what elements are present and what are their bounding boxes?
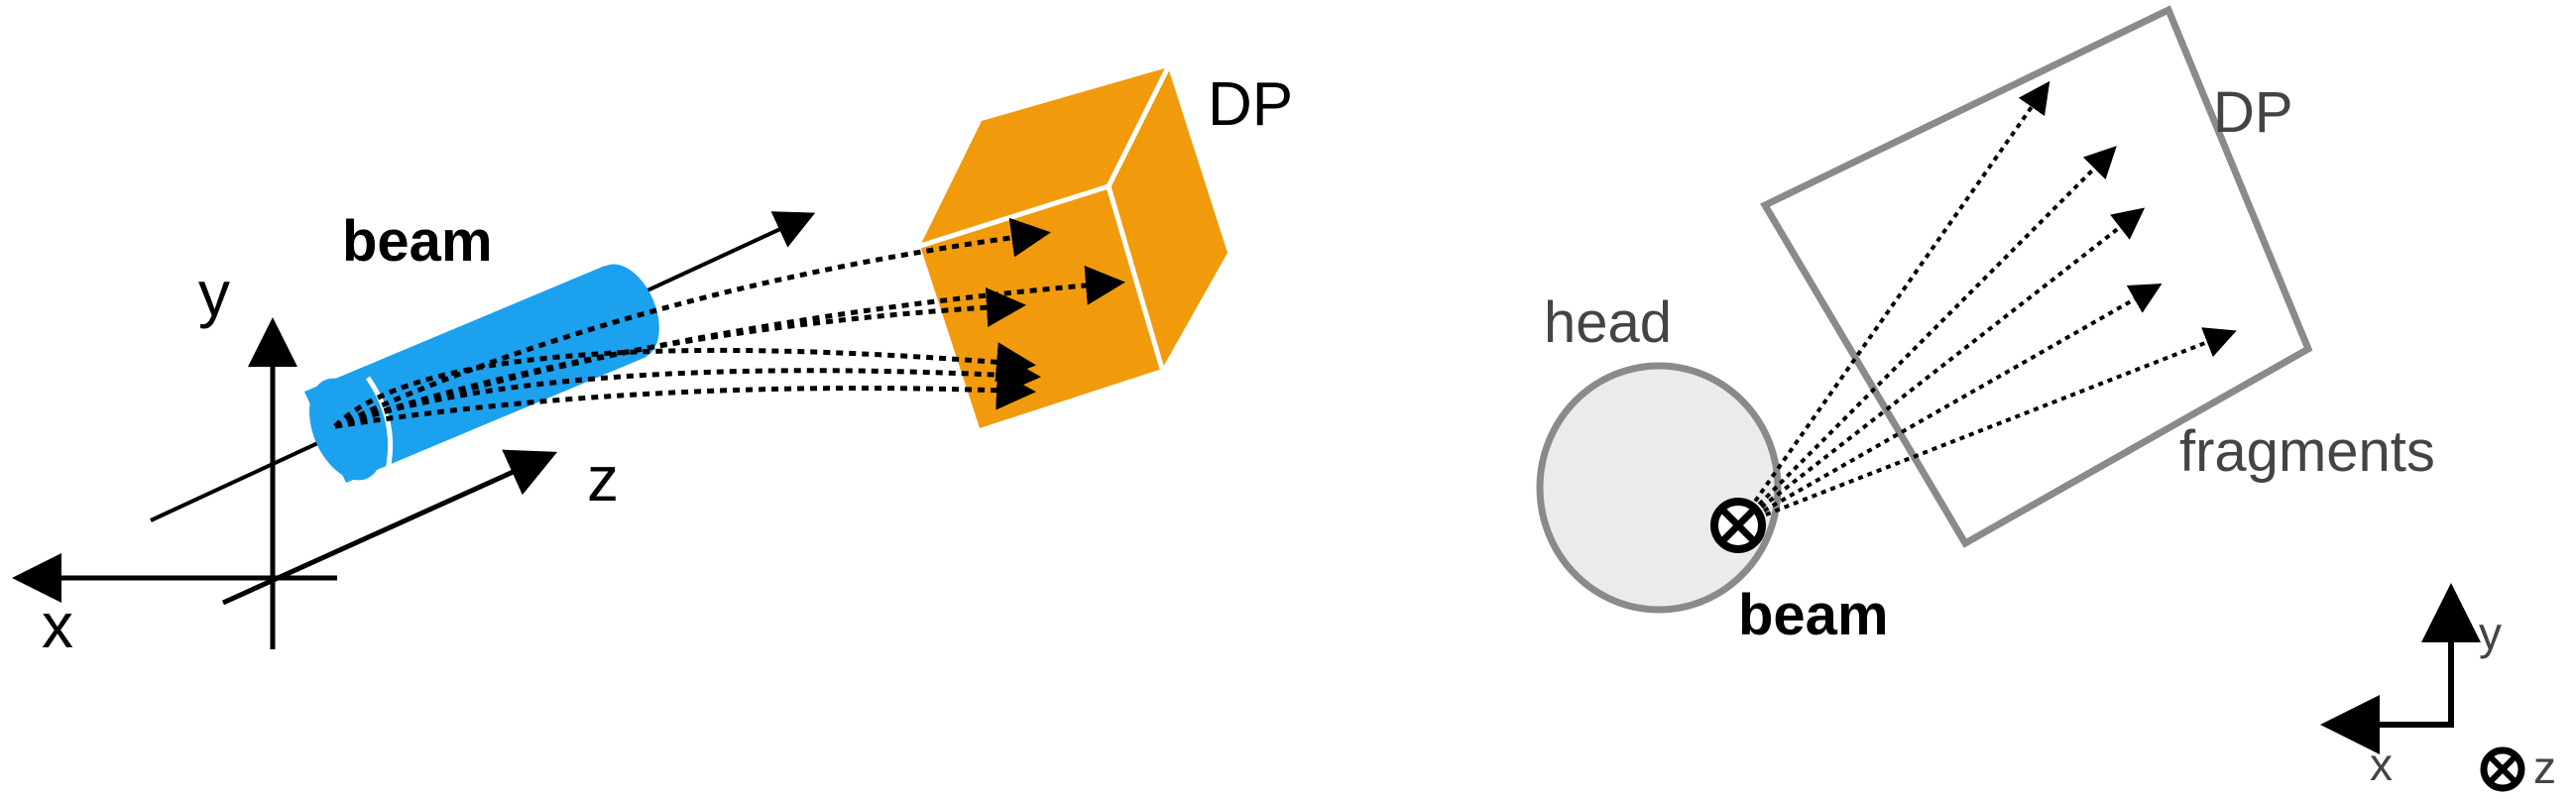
- left-axis-z-label: z: [587, 443, 619, 514]
- right-track-2: [1736, 146, 2117, 527]
- right-axis-y-label: y: [2479, 608, 2502, 659]
- right-track-4: [1737, 284, 2163, 527]
- right-head-label: head: [1544, 290, 1672, 355]
- right-panel: head beam DP fragments y x z: [1536, 5, 2556, 793]
- right-track-1: [1736, 80, 2050, 527]
- beam-cylinder: [304, 264, 659, 483]
- z-axis-line: [221, 449, 558, 606]
- head-circle: [1536, 362, 1782, 614]
- left-axes: [12, 317, 558, 649]
- right-track-5: [1737, 327, 2237, 527]
- left-detector-label: DP: [1208, 70, 1293, 139]
- right-detector-square: [1760, 5, 2313, 548]
- beam-cylinder-far-cap: [592, 264, 659, 359]
- right-axis-z-label: z: [2533, 742, 2556, 793]
- right-fragments-label: fragments: [2179, 419, 2435, 484]
- detector-cube: [919, 65, 1228, 428]
- right-track-3: [1736, 207, 2146, 527]
- left-axis-x-label: x: [42, 590, 73, 661]
- right-beam-label: beam: [1738, 583, 1889, 647]
- left-axis-y-label: y: [198, 258, 230, 329]
- left-beam-label: beam: [342, 209, 493, 274]
- right-fragment-tracks: [1736, 80, 2237, 527]
- left-track-1: [333, 217, 1051, 429]
- beam-cylinder-near-cap: [309, 378, 383, 481]
- left-track-6: [334, 370, 1036, 429]
- right-axes: y x z: [2320, 583, 2556, 793]
- left-fragment-tracks: [333, 217, 1125, 429]
- cube-top-face: [920, 67, 1168, 246]
- cube-front-face: [920, 186, 1162, 428]
- left-track-3: [334, 287, 1026, 429]
- cube-side-face: [1109, 67, 1228, 369]
- left-panel: beam DP y x z: [12, 65, 1293, 661]
- beam-into-page-icon: [1710, 498, 1766, 553]
- right-axis-x-label: x: [2370, 739, 2393, 790]
- left-track-5: [334, 355, 1041, 429]
- right-detector-label: DP: [2213, 80, 2293, 145]
- z-out-of-page-icon: [2480, 746, 2525, 792]
